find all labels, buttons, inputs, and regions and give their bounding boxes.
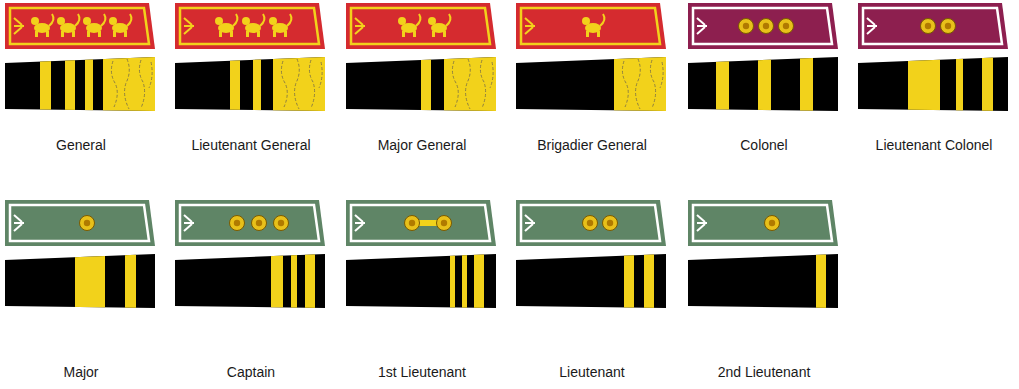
- rank-label: Major General: [378, 136, 467, 154]
- rank-label: Lieutenant Colonel: [876, 136, 993, 154]
- rank-label: Major: [63, 363, 98, 381]
- rank-label: Lieutenant: [559, 363, 624, 381]
- rank-label: General: [56, 136, 106, 154]
- rank-label: 2nd Lieutenant: [718, 363, 811, 381]
- rank-label: Colonel: [740, 136, 787, 154]
- rank-label: Brigadier General: [537, 136, 647, 154]
- rank-label: Captain: [227, 363, 275, 381]
- rank-label: 1st Lieutenant: [378, 363, 466, 381]
- rank-label: Lieutenant General: [191, 136, 310, 154]
